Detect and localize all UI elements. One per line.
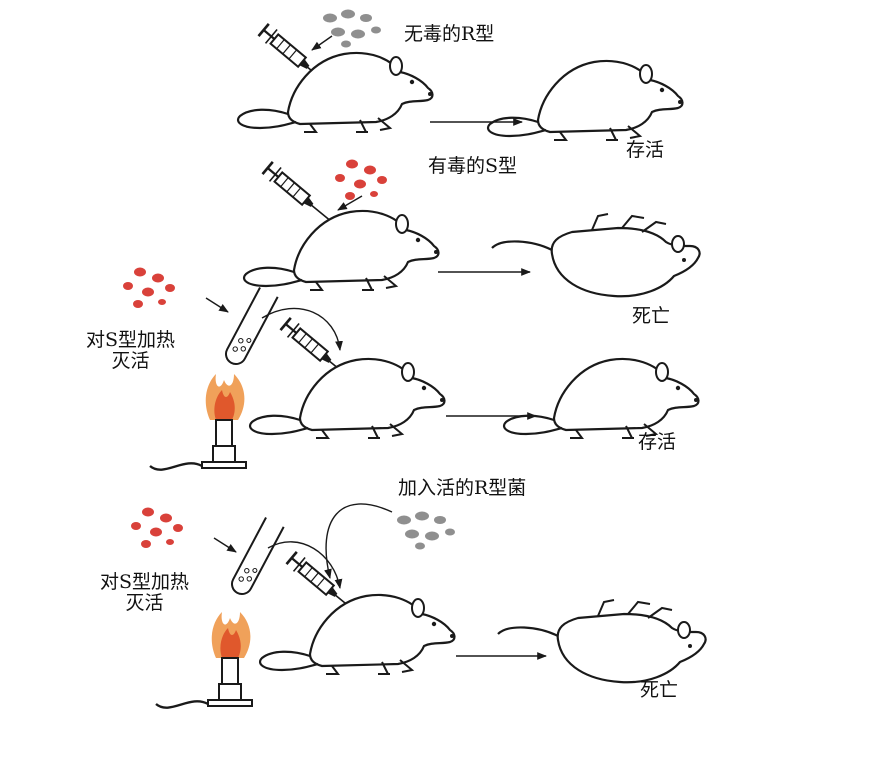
arrow-icon	[213, 537, 237, 553]
mouse-icon	[242, 209, 440, 292]
arrow-icon	[205, 297, 229, 313]
test-tube-icon	[227, 516, 285, 599]
arrow-icon	[337, 195, 363, 211]
label-heat-kill-line1: 对S型加热	[100, 571, 190, 593]
label-r-nonvirulent: 无毒的R型	[404, 23, 495, 45]
test-tube-icon	[221, 286, 279, 369]
mouse-icon	[486, 59, 684, 142]
label-survive: 存活	[626, 139, 665, 161]
label-heat-kill-line2: 灭活	[111, 349, 150, 372]
s-bacteria-clump	[123, 267, 175, 308]
r-bacteria-clump	[323, 9, 381, 48]
mouse-icon	[248, 357, 446, 440]
dead-mouse-icon	[496, 598, 707, 684]
arrow-icon	[311, 35, 333, 51]
label-heat-kill: 对S型加热 灭活	[86, 330, 175, 372]
row-heat-killed-s	[123, 267, 700, 471]
s-bacteria-clump	[131, 507, 183, 548]
row-s-type	[242, 159, 701, 298]
r-bacteria-clump	[397, 511, 455, 550]
row-r-type	[236, 9, 684, 142]
label-heat-kill: 对S型加热 灭活	[100, 572, 189, 614]
label-add-live-r: 加入活的R型菌	[398, 477, 527, 499]
dead-mouse-icon	[490, 212, 701, 298]
arrow-icon	[324, 503, 393, 579]
label-survive: 存活	[638, 431, 677, 453]
bunsen-burner-icon	[148, 372, 248, 471]
mouse-icon	[258, 593, 456, 676]
arrow-icon	[261, 307, 343, 351]
s-bacteria-clump	[335, 159, 387, 200]
mouse-icon	[236, 51, 434, 134]
label-heat-kill-line2: 灭活	[125, 591, 164, 614]
label-dead: 死亡	[632, 305, 671, 327]
mouse-icon	[502, 357, 700, 440]
arrow-icon	[267, 541, 343, 589]
row-heat-killed-s-plus-r	[131, 503, 707, 709]
syringe-icon	[260, 159, 334, 224]
label-dead: 死亡	[640, 679, 679, 701]
label-heat-kill-line1: 对S型加热	[86, 329, 176, 351]
label-s-virulent: 有毒的S型	[428, 155, 518, 177]
bunsen-burner-icon	[154, 610, 254, 709]
